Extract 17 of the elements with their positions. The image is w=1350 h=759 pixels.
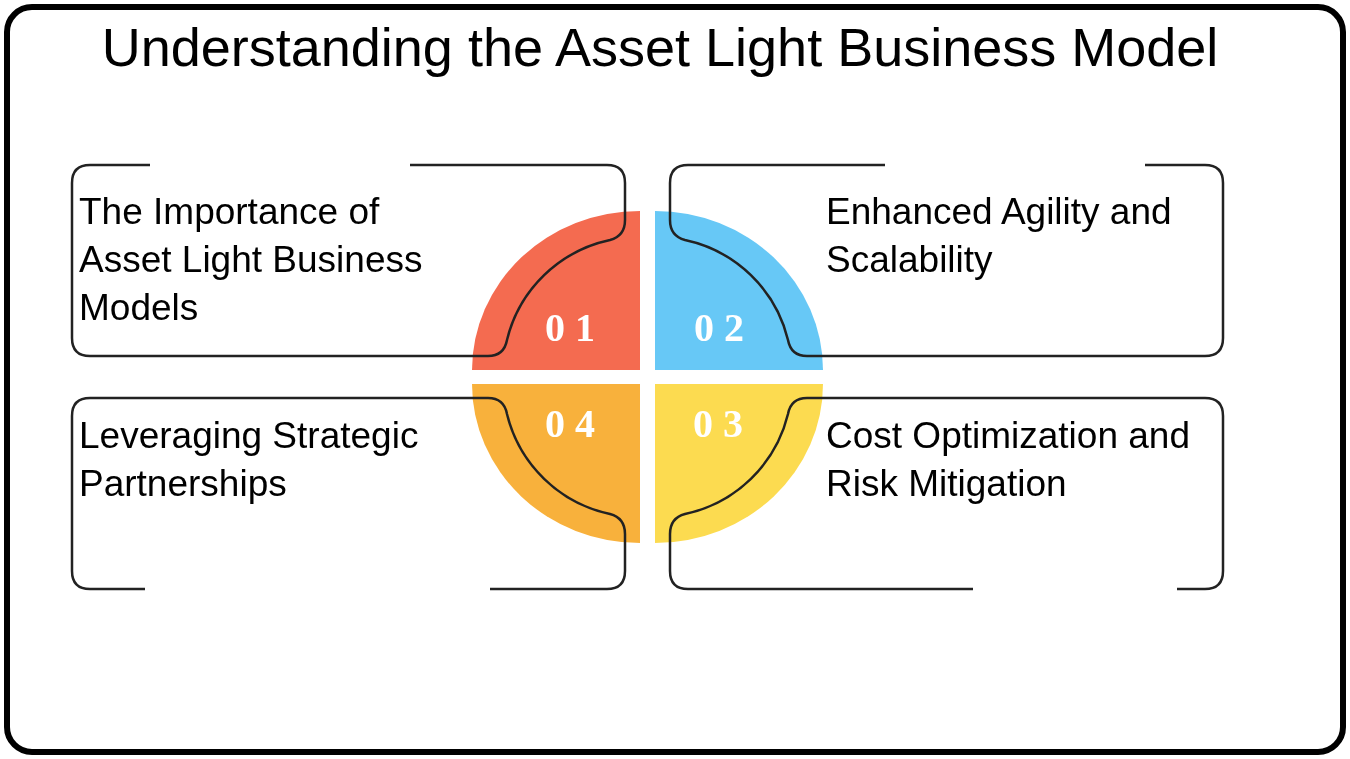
callout-text: Leveraging Strategic Partnerships — [79, 414, 420, 506]
step-number: 02 — [694, 306, 754, 350]
quadrant-segment — [472, 384, 640, 543]
step-number: 01 — [545, 306, 605, 350]
callout-text: The Importance of Asset Light Business Models — [79, 190, 424, 330]
step-number: 04 — [545, 402, 605, 446]
title: Understanding the Asset Light Business Model — [101, 17, 1219, 77]
callout-box — [668, 163, 1225, 358]
callout-box — [70, 163, 627, 358]
quadrant-segment — [655, 211, 823, 370]
callout-text: Cost Optimization and Risk Mitigation — [826, 414, 1191, 506]
step-number: 03 — [693, 402, 753, 446]
callout-box — [70, 396, 627, 591]
quadrant-segment — [472, 211, 640, 370]
quadrant-segment — [655, 384, 823, 543]
callout-box — [668, 396, 1225, 591]
callout-text: Enhanced Agility and Scalability — [826, 190, 1173, 282]
